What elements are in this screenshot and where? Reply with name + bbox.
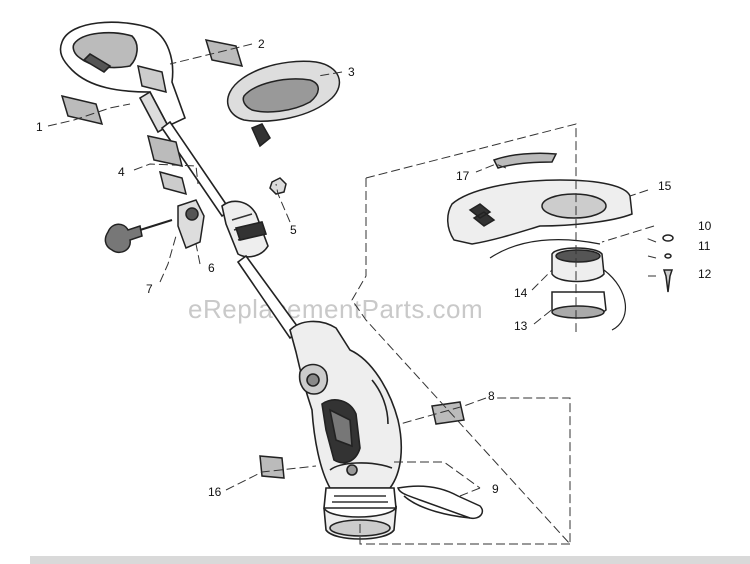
bottom-scrollbar-strip	[30, 556, 750, 564]
part-number-1: 1	[36, 120, 43, 134]
separate-parts	[60, 39, 674, 520]
part-number-11: 11	[698, 239, 711, 253]
part-number-16: 16	[208, 485, 222, 499]
part-number-labels: 1 2 3 4 5 6 7 8 9 10 11 12 13 14 15 16 1…	[36, 37, 712, 499]
handle-bracket-6	[177, 199, 205, 250]
part-number-7: 7	[146, 282, 153, 296]
wire-guard-9	[397, 485, 484, 520]
part-number-3: 3	[348, 65, 355, 79]
part-number-13: 13	[514, 319, 528, 333]
washer-11	[664, 253, 672, 259]
part-number-4: 4	[118, 165, 125, 179]
decal-16	[259, 455, 285, 479]
decal-1	[60, 94, 104, 126]
part-number-5: 5	[290, 223, 297, 237]
decal-2	[204, 39, 244, 67]
watermark-text: eReplacementParts.com	[188, 294, 483, 324]
knob-7	[104, 223, 143, 254]
washer-10	[662, 234, 674, 242]
decal-8	[431, 401, 465, 425]
part-number-8: 8	[488, 389, 495, 403]
part-number-10: 10	[698, 219, 712, 233]
nut-5	[269, 177, 287, 195]
trimmer-illustration	[59, 21, 403, 540]
part-number-9: 9	[492, 482, 499, 496]
part-number-2: 2	[258, 37, 265, 51]
part-number-6: 6	[208, 261, 215, 275]
callout-lines	[47, 43, 657, 546]
part-number-15: 15	[658, 179, 672, 193]
decal-4	[146, 135, 184, 167]
part-number-12: 12	[698, 267, 712, 281]
part-number-14: 14	[514, 286, 528, 300]
screw-12	[662, 269, 674, 293]
decal-17	[492, 152, 558, 169]
part-number-17: 17	[456, 169, 470, 183]
